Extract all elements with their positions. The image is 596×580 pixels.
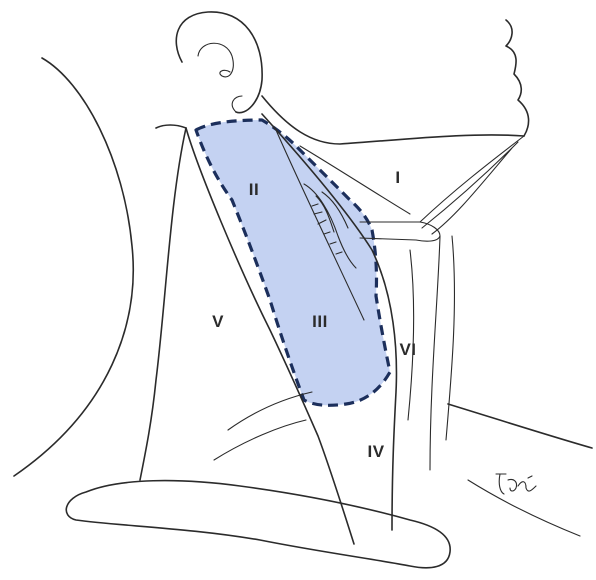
ear-lobe <box>232 96 242 112</box>
scalene-lines <box>214 392 312 460</box>
level-i-label: I <box>395 168 400 188</box>
digastric-muscle <box>420 136 524 234</box>
highlighted-region-levels-ii-iii <box>196 120 390 405</box>
trapezius-border <box>140 125 186 480</box>
neck-back-outline <box>14 58 133 476</box>
chest-line <box>468 480 580 536</box>
artist-signature <box>496 474 536 494</box>
level-ii-label: II <box>249 180 259 200</box>
level-iii-label: III <box>312 312 328 332</box>
level-v-label: V <box>212 312 224 332</box>
level-vi-label: VI <box>399 340 416 360</box>
ear-outline <box>176 12 262 113</box>
face-profile <box>506 20 529 136</box>
shoulder-line <box>448 404 592 448</box>
ear-inner <box>198 43 233 77</box>
level-iv-label: IV <box>367 442 384 462</box>
jaw-line <box>262 96 524 144</box>
